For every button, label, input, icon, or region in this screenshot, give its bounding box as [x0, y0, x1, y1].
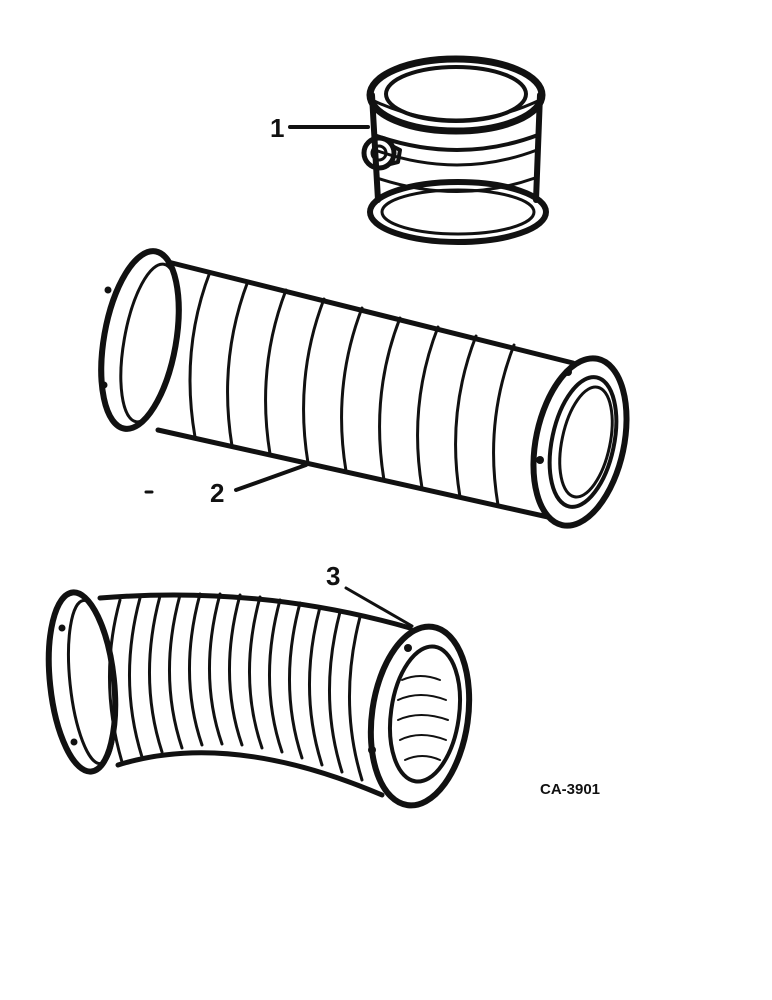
callout-3: 3	[326, 561, 340, 591]
part-2-straight-hose	[98, 248, 630, 529]
part-1-clamp-collar	[361, 55, 549, 245]
leader-line-3	[344, 586, 414, 628]
leader-line-2	[234, 463, 308, 492]
part-3-curved-hose	[45, 589, 473, 809]
callout-1: 1	[270, 113, 284, 143]
callout-2: 2	[210, 478, 224, 508]
drawing-code: CA-3901	[540, 781, 600, 798]
